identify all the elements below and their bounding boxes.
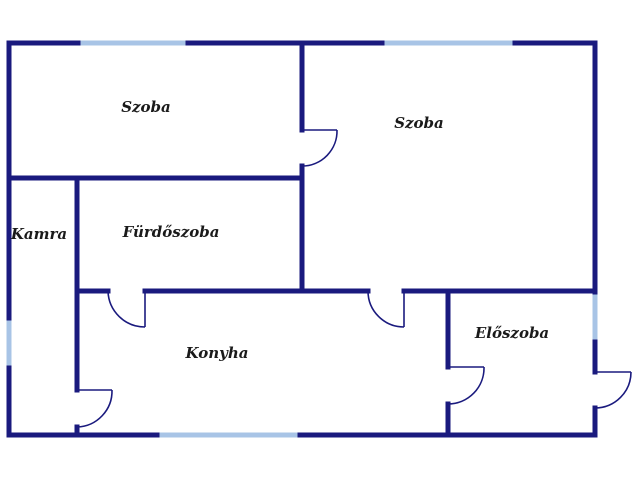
door-entrance (594, 371, 632, 409)
room-label-szoba-left: Szoba (121, 98, 171, 116)
room-label-kamra: Kamra (10, 225, 67, 243)
door-furdoszoba (107, 290, 146, 328)
door-szoba (301, 129, 338, 167)
room-label-eloszoba: Előszoba (474, 324, 549, 342)
room-label-szoba-right: Szoba (394, 114, 444, 132)
door-kamra (76, 389, 113, 428)
door-eloszoba (447, 366, 485, 405)
doors (76, 129, 632, 428)
room-label-konyha: Konyha (185, 344, 249, 362)
room-label-furdoszoba: Fürdőszoba (122, 223, 220, 241)
room-labels: Szoba Szoba Kamra Fürdőszoba Konyha Elős… (10, 98, 549, 362)
walls (6, 40, 598, 438)
door-konyha-szoba (367, 290, 405, 328)
windows (6, 40, 598, 438)
